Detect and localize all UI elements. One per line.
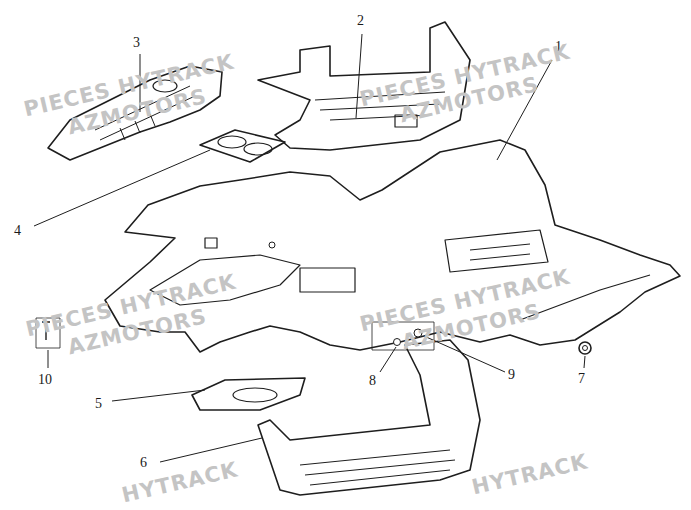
callout-number: 8: [369, 374, 376, 388]
callout-number: 10: [38, 373, 52, 387]
callout-number: 9: [508, 368, 515, 382]
callout-number: 7: [578, 372, 585, 386]
watermark: HYTRACK: [470, 451, 590, 498]
callout-number: 3: [133, 36, 140, 50]
callout-number: 4: [14, 224, 21, 238]
callout-number: 5: [95, 397, 102, 411]
callout-number: 6: [140, 456, 147, 470]
callout-number: 2: [357, 14, 364, 28]
watermark: HYTRACK: [120, 459, 240, 506]
